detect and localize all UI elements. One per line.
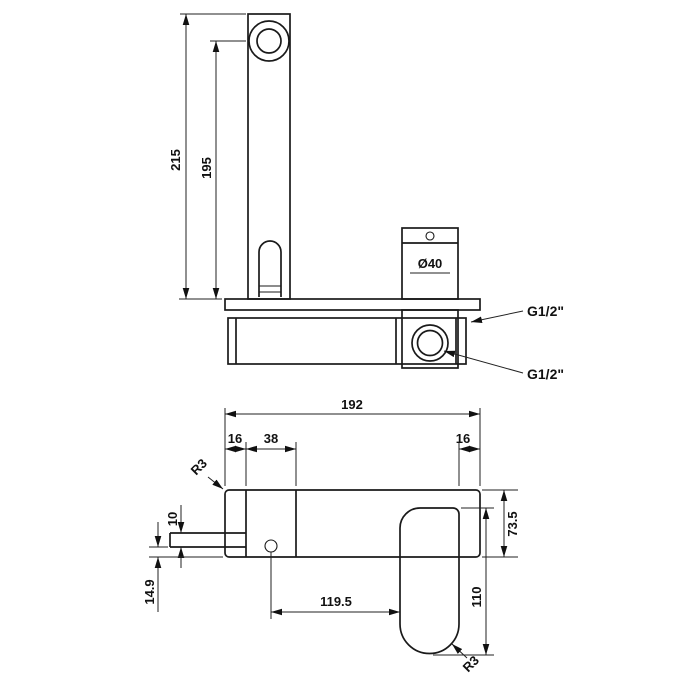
dim-handle-length-label: 110 <box>469 587 484 608</box>
dim-height-total-label: 215 <box>168 149 183 171</box>
side-view: Ø40 215 195 G1/2" <box>168 13 564 382</box>
dim-spout-to-handle: 119.5 <box>270 552 400 619</box>
dim-spout-base-width-label: 38 <box>264 431 278 446</box>
dim-spout-tube-height-label: 10 <box>165 512 180 526</box>
inlet-bottom-label: G1/2" <box>527 366 564 382</box>
dim-spout-offset: 14.9 <box>142 522 223 612</box>
dim-spout-position: 16 38 <box>225 431 297 486</box>
front-view: 192 16 38 16 R3 10 <box>142 397 520 675</box>
mixer-pipe-side <box>227 309 467 369</box>
dim-handle-length: 110 <box>433 507 494 656</box>
dim-height-to-aerator: 195 <box>199 40 246 299</box>
dim-spout-to-handle-label: 119.5 <box>320 594 352 609</box>
spout-body-side <box>247 13 291 300</box>
dim-handle-to-edge-label: 16 <box>456 431 470 446</box>
dim-plate-corner-radius-label: R3 <box>188 456 210 478</box>
dim-edge-to-spout-label: 16 <box>228 431 242 446</box>
inlet-top-leader <box>470 310 524 323</box>
dim-plate-width: 192 <box>224 397 481 486</box>
wall-plate-side <box>224 298 481 311</box>
dim-spout-offset-label: 14.9 <box>142 579 157 604</box>
dim-plate-height-label: 73.5 <box>505 511 520 536</box>
front-plate <box>224 489 481 558</box>
dim-spout-tube-height: 10 <box>165 505 185 568</box>
spout-front <box>169 490 297 557</box>
dim-height-to-aerator-label: 195 <box>199 157 214 179</box>
dim-plate-corner-radius: R3 <box>188 456 224 490</box>
dim-handle-corner-radius: R3 <box>451 643 482 675</box>
dim-height-total: 215 <box>168 13 246 300</box>
dim-plate-width-label: 192 <box>341 397 363 412</box>
inlet-bottom-leader <box>443 350 524 374</box>
inlet-top-label: G1/2" <box>527 303 564 319</box>
dim-body-diameter-label: Ø40 <box>418 256 443 271</box>
thread-labels: G1/2" G1/2" <box>443 303 564 382</box>
valve-body-side <box>401 227 459 300</box>
handle-front <box>399 507 460 655</box>
dim-plate-height: 73.5 <box>482 489 520 558</box>
dim-handle-to-edge: 16 <box>456 431 480 486</box>
dim-handle-corner-radius-label: R3 <box>460 653 482 675</box>
